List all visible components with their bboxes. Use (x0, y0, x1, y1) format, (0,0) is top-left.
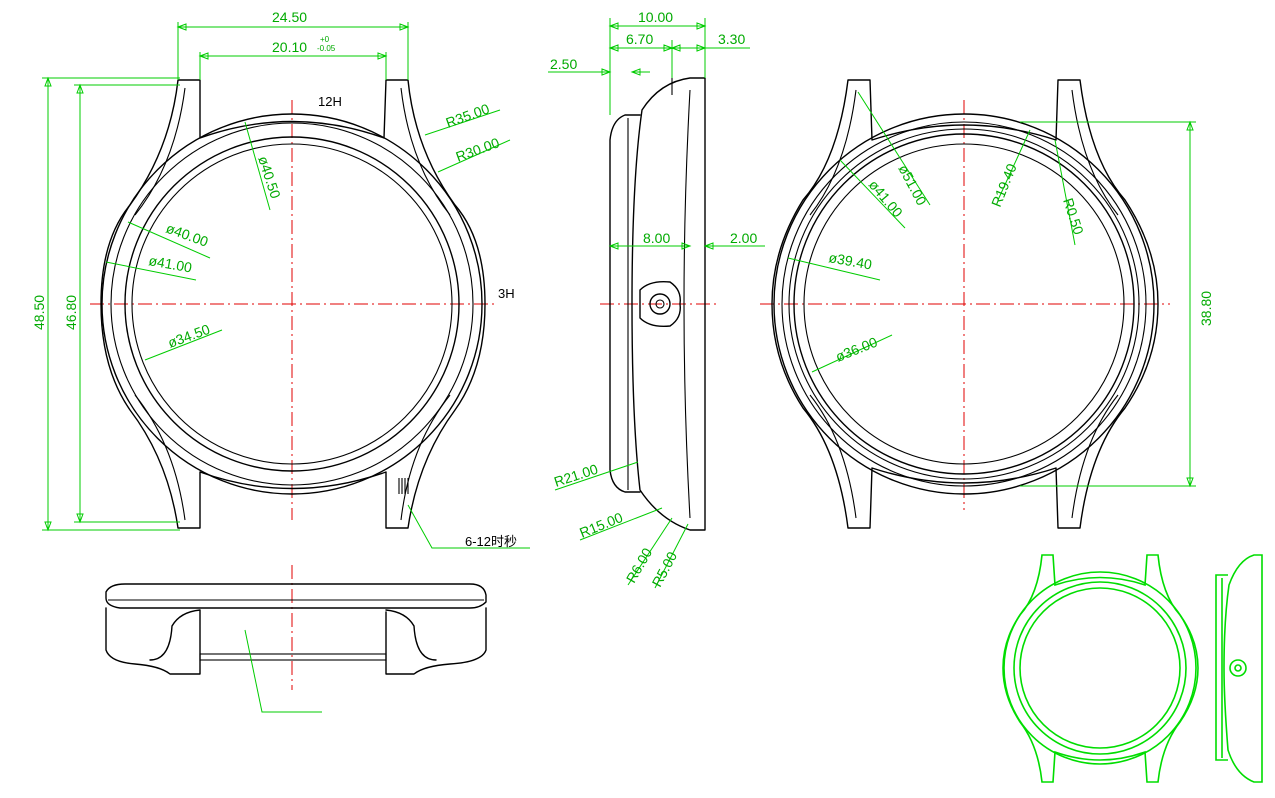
back-ring-2 (781, 121, 1147, 487)
front-lug-edge-bl (134, 394, 186, 521)
preview-front (1002, 554, 1199, 783)
dim-r5: R5.00 (649, 523, 689, 589)
dim-lug-tol-minus: -0.05 (317, 44, 336, 53)
bottom-view (105, 565, 487, 713)
side-case-profile (631, 77, 706, 531)
dim-radius-inner: R30.00 (437, 134, 511, 173)
front-lug-edge-tl (134, 87, 186, 216)
dim-back-dia-36-label: ø36.00 (833, 334, 880, 365)
dim-lug-width-label: 20.10 (272, 39, 307, 55)
bottom-spring-bar (199, 653, 387, 661)
front-bezel-mid (110, 122, 474, 486)
mark-3h: 3H (498, 286, 515, 301)
front-dial-edge (124, 136, 460, 472)
side-crown-inner (655, 299, 665, 309)
dim-overall-height: 48.50 (31, 76, 180, 532)
dim-dia-40-label: ø40.00 (164, 220, 211, 250)
dim-overall-width-label: 24.50 (272, 9, 307, 25)
dim-r30-label: R30.00 (454, 134, 502, 165)
back-ring-5 (803, 143, 1125, 465)
dim-lug-tol-plus: +0 (320, 35, 330, 44)
front-case-outline (100, 79, 486, 529)
front-hole-marks (398, 478, 409, 494)
dim-inner-height-label: 46.80 (63, 295, 79, 330)
hole-note-label: 6-12时秒 (465, 534, 517, 549)
dim-back-r0-50-label: R0.50 (1060, 196, 1087, 237)
preview-side-crown-inner (1234, 664, 1242, 672)
dim-crown-pos: 8.00 (608, 230, 692, 250)
dim-total-thickness-label: 10.00 (638, 9, 673, 25)
side-view: 10.00 6.70 3.30 2.50 8.00 2.0 (548, 9, 765, 589)
dim-back-r19-40-label: R19.40 (988, 161, 1020, 209)
preview-front-outline (1002, 554, 1199, 783)
dim-radius-outer: R35.00 (424, 100, 501, 136)
mark-12h: 12H (318, 94, 342, 109)
dim-r21-label: R21.00 (552, 461, 600, 490)
dim-bezel-thickness-label: 3.30 (718, 31, 745, 47)
back-ring-1 (773, 113, 1155, 495)
dim-mid-thickness: 6.70 3.30 (608, 31, 750, 78)
side-case-inner-curve (683, 89, 691, 519)
preview-front-ring-1 (1003, 571, 1197, 765)
preview-side-outline (1223, 554, 1263, 783)
dim-r15-label: R15.00 (577, 509, 625, 541)
dim-back-dia-41-label: ø41.00 (866, 177, 906, 221)
front-lug-edge-tr (400, 87, 451, 216)
dim-mid-thickness-label: 6.70 (626, 31, 653, 47)
dim-r21: R21.00 (552, 461, 639, 491)
dim-inner-height: 46.80 (63, 83, 180, 524)
dim-back-dia-39-40-label: ø39.40 (827, 249, 873, 272)
dim-overall-height-label: 48.50 (31, 295, 47, 330)
dim-overall-width: 24.50 (176, 9, 410, 80)
bottom-leader (244, 629, 322, 713)
back-ring-4 (793, 133, 1135, 475)
dim-dia-40-50-label: ø40.50 (255, 154, 284, 201)
front-bezel-outer (101, 113, 483, 495)
preview-side (1215, 554, 1263, 783)
dim-dia-40-50: ø40.50 (244, 121, 284, 211)
dim-dia-41-label: ø41.00 (147, 252, 193, 275)
dim-dia-34-50-label: ø34.50 (166, 321, 213, 351)
back-lug-edge-br (1071, 394, 1119, 519)
dim-crown-pos-label: 8.00 (643, 230, 670, 246)
dim-back-dia-36: ø36.00 (811, 334, 893, 373)
dim-lug-width: 20.10 +0 -0.05 (198, 35, 388, 80)
front-view: 24.50 20.10 +0 -0.05 48.50 46.80 (31, 9, 530, 549)
back-ring-3 (788, 128, 1140, 480)
dim-back-height-label: 38.80 (1198, 291, 1214, 326)
dim-back-dia-39-40: ø39.40 (787, 249, 881, 281)
dim-back-dia-51-label: ø51.00 (895, 162, 930, 208)
side-back-profile (609, 114, 641, 493)
side-crown (639, 280, 681, 328)
side-crown-outer (649, 293, 671, 315)
dim-back-height: 38.80 (1020, 120, 1214, 488)
front-crystal (131, 143, 453, 465)
dim-total-thickness: 10.00 (608, 9, 707, 115)
bottom-bezel (105, 583, 487, 609)
preview-side-crown (1229, 659, 1247, 677)
dim-crown-offset: 2.00 (703, 230, 765, 250)
dim-crown-offset-label: 2.00 (730, 230, 757, 246)
dim-back-r19-40: R19.40 (988, 129, 1031, 209)
dim-crystal-step-label: 2.50 (550, 56, 577, 72)
back-case-outline (771, 79, 1159, 529)
dim-r35-label: R35.00 (444, 100, 492, 131)
dim-hole-note: 6-12时秒 (407, 504, 530, 549)
back-lug-edge-bl (809, 394, 857, 519)
preview-side-back (1215, 574, 1228, 761)
dim-r15: R15.00 (577, 507, 663, 541)
preview-front-ring-3 (1019, 587, 1181, 749)
dim-dia-41: ø41.00 (105, 252, 197, 281)
dim-crystal-step: 2.50 (548, 56, 650, 76)
back-view: ø51.00 ø41.00 ø39.40 ø36.00 R19.40 R0.50 (760, 79, 1214, 529)
dim-dia-34-50: ø34.50 (144, 321, 223, 361)
preview-front-ring-2 (1013, 581, 1187, 755)
bottom-case-body (105, 607, 487, 675)
